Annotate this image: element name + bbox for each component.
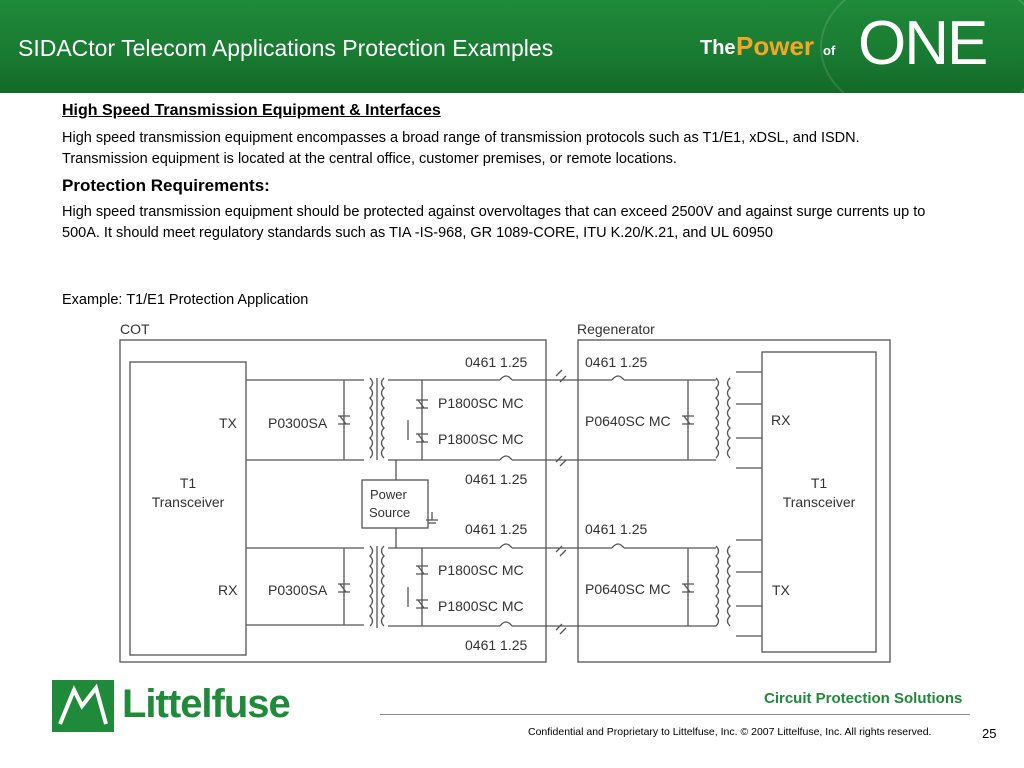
- left-sidactor-bottom-label: P0300SA: [268, 582, 328, 598]
- power-source-line1: Power: [370, 487, 408, 502]
- brand-power: Power: [736, 31, 815, 61]
- confidential-notice: Confidential and Proprietary to Littelfu…: [528, 726, 932, 738]
- section-paragraph: High speed transmission equipment encomp…: [62, 130, 860, 167]
- littelfuse-mark-icon: [52, 680, 114, 732]
- fuse-1-label: 0461 1.25: [465, 354, 527, 370]
- littelfuse-logo: Littelfuse: [52, 676, 312, 736]
- brand-one: ONE: [858, 9, 988, 78]
- regenerator-box: [577, 339, 891, 663]
- tagline: Circuit Protection Solutions: [764, 690, 963, 707]
- mid-sidactor-3-label: P1800SC MC: [438, 562, 524, 578]
- left-rx-label: RX: [218, 582, 238, 598]
- fuse-2-label: 0461 1.25: [465, 471, 527, 487]
- footer-divider: [380, 714, 970, 715]
- mid-sidactor-4-label: P1800SC MC: [438, 598, 524, 614]
- requirements-paragraph: High speed transmission equipment should…: [62, 204, 926, 241]
- left-tx-label: TX: [219, 415, 238, 431]
- mid-sidactor-1-label: P1800SC MC: [438, 395, 524, 411]
- fuse-r2-label: 0461 1.25: [585, 521, 647, 537]
- right-transceiver-box: [761, 351, 877, 653]
- left-sidactor-top-label: P0300SA: [268, 415, 328, 431]
- fuse-4-label: 0461 1.25: [465, 637, 527, 653]
- right-transceiver-line1: T1: [811, 475, 828, 491]
- power-source-box: [361, 479, 429, 529]
- right-sidactor-bottom-label: P0640SC MC: [585, 581, 671, 597]
- cot-label: COT: [120, 321, 150, 337]
- brand-the: The: [700, 37, 736, 59]
- logo-wordmark: Littelfuse: [122, 682, 291, 726]
- fuse-3-label: 0461 1.25: [465, 521, 527, 537]
- power-source-line2: Source: [369, 505, 410, 520]
- header-bar: SIDACtor Telecom Applications Protection…: [0, 0, 1024, 124]
- mid-sidactor-2-label: P1800SC MC: [438, 431, 524, 447]
- cot-box: [119, 339, 547, 663]
- slide-title: SIDACtor Telecom Applications Protection…: [18, 35, 554, 61]
- fuse-r1-label: 0461 1.25: [585, 354, 647, 370]
- left-transceiver-line2: Transceiver: [152, 494, 225, 510]
- right-rx-label: RX: [771, 412, 791, 428]
- brand-of: of: [823, 43, 836, 58]
- section-heading: High Speed Transmission Equipment & Inte…: [62, 102, 441, 119]
- right-sidactor-top-label: P0640SC MC: [585, 413, 671, 429]
- right-tx-label: TX: [772, 582, 791, 598]
- page-number: 25: [982, 726, 997, 741]
- left-transceiver-box: [129, 361, 247, 656]
- power-of-one-logo: The Power of ONE: [700, 0, 1024, 124]
- example-caption: Example: T1/E1 Protection Application: [62, 292, 309, 308]
- requirements-heading: Protection Requirements:: [62, 176, 270, 195]
- left-transceiver-line1: T1: [180, 475, 197, 491]
- regenerator-label: Regenerator: [577, 321, 655, 337]
- right-transceiver-line2: Transceiver: [783, 494, 856, 510]
